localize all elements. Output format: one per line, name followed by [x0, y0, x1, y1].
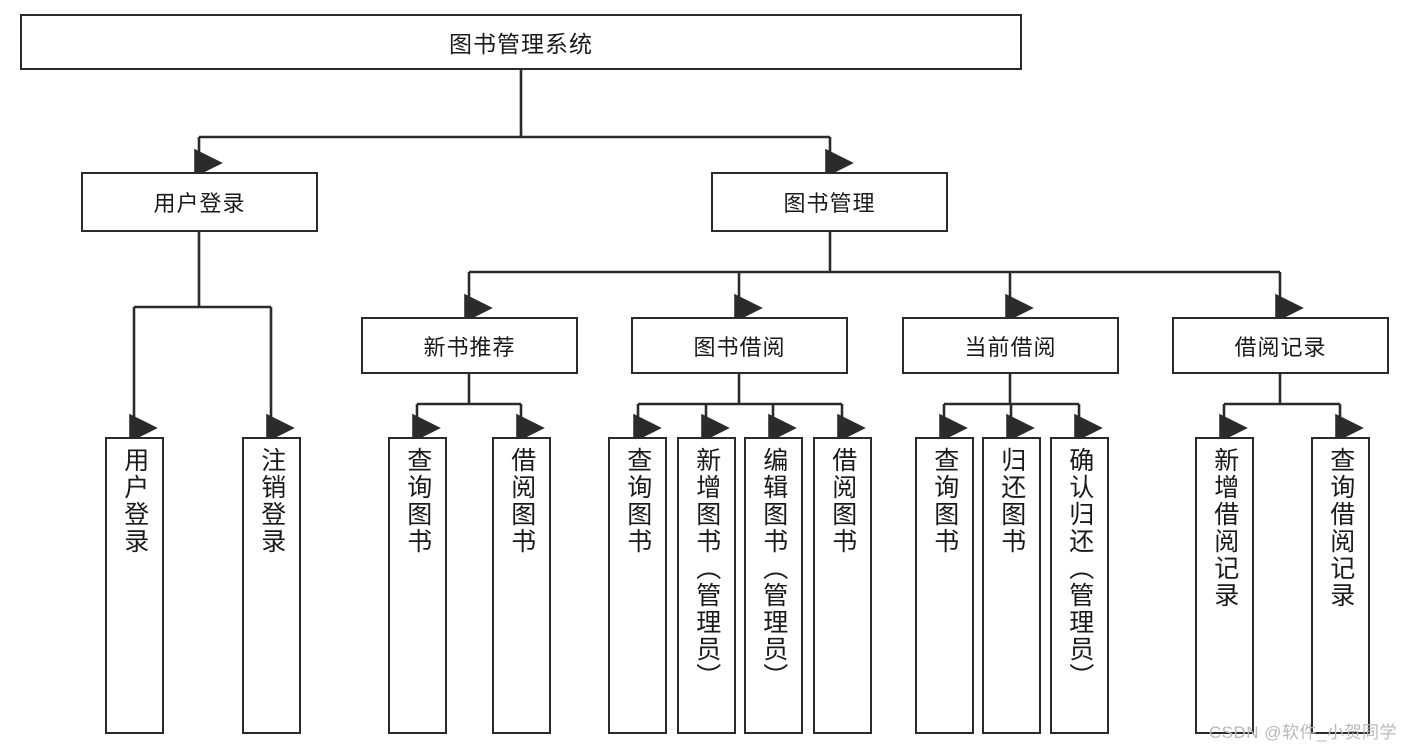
leaf-user-logout[interactable]: 注销登录 — [242, 437, 301, 734]
leaf-borrow-book-1[interactable]: 借阅图书 — [492, 437, 551, 734]
leaf-user-login[interactable]: 用户登录 — [105, 437, 164, 734]
leaf-user-login-label: 用户登录 — [120, 447, 149, 555]
node-book-manage-label: 图书管理 — [783, 191, 876, 216]
node-new-book-recommend[interactable]: 新书推荐 — [361, 317, 578, 374]
leaf-edit-book-label: 编辑图书（管理员） — [759, 447, 788, 690]
leaf-query-record-label: 查询借阅记录 — [1326, 447, 1355, 609]
leaf-add-book-label: 新增图书（管理员） — [692, 447, 721, 690]
leaf-query-book-3[interactable]: 查询图书 — [915, 437, 974, 734]
node-book-borrow-label: 图书借阅 — [693, 334, 786, 360]
node-current-borrow-label: 当前借阅 — [964, 334, 1057, 360]
leaf-query-book-2[interactable]: 查询图书 — [608, 437, 667, 734]
node-borrow-record[interactable]: 借阅记录 — [1172, 317, 1389, 374]
node-root-label: 图书管理系统 — [449, 31, 593, 57]
node-borrow-record-label: 借阅记录 — [1234, 334, 1327, 360]
leaf-add-book[interactable]: 新增图书（管理员） — [677, 437, 736, 734]
leaf-confirm-return-label: 确认归还（管理员） — [1065, 447, 1094, 690]
leaf-user-logout-label: 注销登录 — [257, 447, 286, 555]
leaf-query-book-2-label: 查询图书 — [623, 447, 652, 555]
leaf-confirm-return[interactable]: 确认归还（管理员） — [1050, 437, 1109, 734]
leaf-query-book-1-label: 查询图书 — [403, 447, 432, 555]
watermark-text: CSDN @软件_小贺同学 — [1208, 723, 1397, 742]
leaf-edit-book[interactable]: 编辑图书（管理员） — [744, 437, 803, 734]
leaf-return-book-label: 归还图书 — [997, 447, 1026, 555]
node-new-book-recommend-label: 新书推荐 — [423, 334, 516, 360]
leaf-return-book[interactable]: 归还图书 — [982, 437, 1041, 734]
node-current-borrow[interactable]: 当前借阅 — [902, 317, 1119, 374]
node-root[interactable]: 图书管理系统 — [20, 14, 1022, 70]
leaf-borrow-book-2-label: 借阅图书 — [828, 447, 857, 555]
leaf-query-record[interactable]: 查询借阅记录 — [1311, 437, 1370, 734]
node-user-login-label: 用户登录 — [153, 191, 246, 216]
leaf-borrow-book-1-label: 借阅图书 — [507, 447, 536, 555]
node-user-login[interactable]: 用户登录 — [81, 172, 318, 232]
leaf-query-book-3-label: 查询图书 — [930, 447, 959, 555]
leaf-borrow-book-2[interactable]: 借阅图书 — [813, 437, 872, 734]
node-book-manage[interactable]: 图书管理 — [711, 172, 948, 232]
leaf-add-record[interactable]: 新增借阅记录 — [1195, 437, 1254, 734]
leaf-query-book-1[interactable]: 查询图书 — [388, 437, 447, 734]
leaf-add-record-label: 新增借阅记录 — [1210, 447, 1239, 609]
node-book-borrow[interactable]: 图书借阅 — [631, 317, 848, 374]
